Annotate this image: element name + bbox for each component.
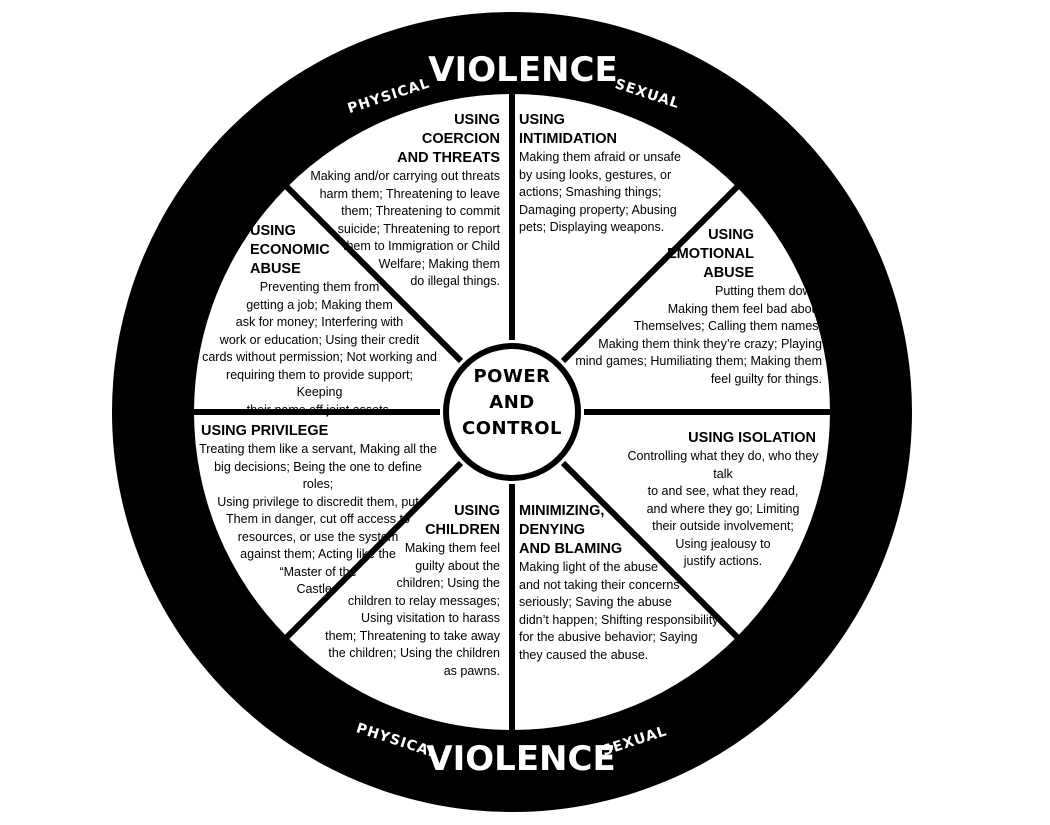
- segment-intimidation: USING INTIMIDATION Making them afraid or…: [519, 111, 719, 237]
- segment-body: Controlling what they do, who they talk …: [627, 449, 819, 568]
- segment-heading: USING EMOTIONAL ABUSE: [667, 227, 754, 281]
- segment-body: Making light of the abuse and not taking…: [519, 560, 719, 662]
- hub-label-power: POWER: [473, 366, 551, 387]
- spoke-top-left: [284, 184, 464, 364]
- segment-body: Treating them like a servant, Making all…: [199, 442, 437, 596]
- segment-body: Making and/or carrying out threats harm …: [310, 169, 500, 288]
- segment-heading: USING ECONOMIC ABUSE: [250, 223, 330, 277]
- segment-economic-abuse: USING ECONOMIC ABUSE Preventing them fro…: [202, 222, 437, 419]
- segment-using-privilege: USING PRIVILEGE Treating them like a ser…: [198, 422, 438, 599]
- hub-label-control: CONTROL: [462, 418, 562, 439]
- hub-label: POWER AND CONTROL: [452, 364, 572, 442]
- segment-using-children: USING CHILDREN Making them feel guilty a…: [300, 502, 500, 680]
- ring-top-violence: VIOLENCE: [428, 50, 617, 90]
- spokes: [194, 94, 830, 730]
- hub-label-and: AND: [489, 392, 535, 413]
- segment-emotional-abuse: USING EMOTIONAL ABUSE Putting them down;…: [570, 226, 822, 388]
- spoke-bottom-right: [560, 460, 740, 640]
- segment-heading: USING CHILDREN: [425, 503, 500, 538]
- segment-body: Making them feel guilty about the childr…: [325, 541, 500, 678]
- ring-bottom-violence: VIOLENCE: [426, 739, 615, 779]
- segment-heading: MINIMIZING, DENYING AND BLAMING: [519, 503, 623, 557]
- segment-body: Putting them down; Making them feel bad …: [575, 284, 822, 386]
- segment-minimizing-denying-blaming: MINIMIZING, DENYING AND BLAMING Making l…: [519, 502, 724, 664]
- spoke-bottom-left: [284, 460, 464, 640]
- segment-coercion-threats: USING COERCION AND THREATS Making and/or…: [300, 111, 500, 291]
- segment-body: Preventing them from getting a job; Maki…: [202, 280, 437, 417]
- spoke-top-right: [560, 184, 740, 364]
- segment-heading: USING PRIVILEGE: [201, 423, 329, 439]
- segment-body: Making them afraid or unsafe by using lo…: [519, 150, 681, 234]
- segment-heading: USING INTIMIDATION: [519, 112, 617, 147]
- hub: [443, 343, 581, 481]
- segment-heading: USING COERCION AND THREATS: [397, 112, 500, 166]
- segment-heading: USING ISOLATION: [688, 430, 816, 446]
- segment-isolation: USING ISOLATION Controlling what they do…: [598, 429, 828, 571]
